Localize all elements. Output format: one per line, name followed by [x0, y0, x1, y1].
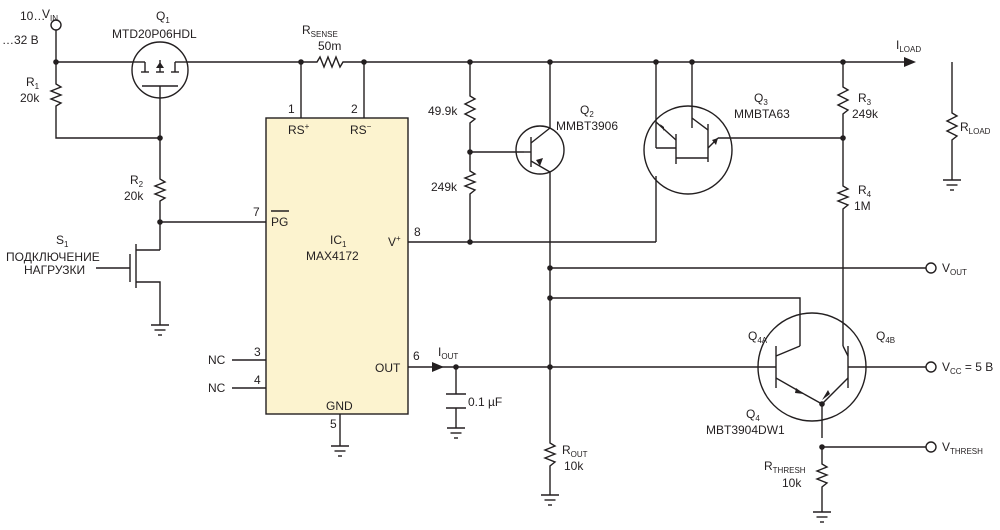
pin-4: 4 [254, 373, 261, 387]
resistor-249k-divider [463, 168, 477, 200]
q4-ref: Q4 [746, 407, 760, 423]
nc-label-3: NC [208, 353, 226, 367]
resistor-rout [543, 438, 557, 470]
iout-arrow-icon [432, 362, 444, 372]
q4a-label: Q4A [748, 329, 768, 345]
iload-arrow-icon [904, 57, 916, 67]
pin-7: 7 [253, 205, 260, 219]
transistor-q3 [643, 105, 733, 195]
vcc-label: VCC = 5 B [942, 360, 993, 376]
ic1-gnd: GND [326, 399, 353, 413]
r1-value: 20k [20, 91, 40, 105]
rthresh-value: 10k [782, 476, 802, 490]
vout-terminal [925, 262, 937, 274]
pin-8: 8 [414, 225, 421, 239]
wiring [55, 30, 953, 512]
pin-6: 6 [413, 349, 420, 363]
iload-label: ILOAD [896, 38, 921, 54]
resistor-r2 [153, 176, 167, 204]
r-249k-value: 249k [431, 180, 458, 194]
r3-value: 249k [852, 107, 879, 121]
vin-terminal [50, 19, 62, 31]
resistor-49k9 [463, 90, 477, 130]
r1-ref: R1 [26, 75, 40, 91]
rout-value: 10k [564, 459, 584, 473]
r2-ref: R2 [130, 173, 144, 189]
ic1-rs-minus: RS− [350, 122, 372, 137]
r3-ref: R3 [858, 91, 872, 107]
pin-1: 1 [288, 102, 295, 116]
ic1-vplus: V+ [388, 234, 401, 249]
resistor-rthresh [815, 460, 829, 492]
r4-ref: R4 [858, 183, 872, 199]
ic1-ref: IC1 [330, 233, 347, 249]
resistor-r3 [836, 80, 850, 124]
q2-ref: Q2 [580, 103, 594, 119]
current-arrows [432, 57, 916, 372]
vin-range-2: …32 B [2, 33, 39, 47]
cap-value: 0.1 µF [468, 395, 502, 409]
rthresh-ref: RTHRESH [764, 459, 806, 475]
ic1-pg: PG [271, 215, 288, 229]
r-49k9-value: 49.9k [428, 104, 458, 118]
rsense-ref: RSENSE [302, 23, 338, 39]
terminals [50, 19, 937, 453]
r4-value: 1M [854, 199, 871, 213]
s1-line1: ПОДКЛЮЧЕНИЕ [6, 250, 100, 264]
nc-label-4: NC [208, 381, 226, 395]
resistor-r4 [836, 182, 850, 214]
pin-5: 5 [330, 417, 337, 431]
pin-2: 2 [351, 102, 358, 116]
vthresh-label: VTHRESH [942, 440, 983, 456]
q4b-label: Q4B [876, 329, 895, 345]
resistor-rsense [313, 55, 345, 69]
ic1-body [265, 117, 409, 415]
transistor-q4 [752, 312, 872, 422]
ic1-rs-plus: RS+ [288, 122, 310, 137]
switch-s1 [129, 244, 137, 288]
capacitor-c1 [446, 393, 466, 409]
labels: VIN 10… …32 B Q1 MTD20P06HDL RSENSE 50m … [2, 7, 993, 490]
mosfet-q1 [131, 41, 189, 100]
q3-ref: Q3 [754, 91, 768, 107]
q2-part: MMBT3906 [556, 119, 618, 133]
pin-3: 3 [254, 345, 261, 359]
vthresh-terminal [925, 441, 937, 453]
q4-part: MBT3904DW1 [706, 423, 785, 437]
q1-ref: Q1 [156, 9, 170, 25]
rload-label: RLOAD [960, 120, 991, 136]
transistor-q2 [515, 125, 565, 175]
q1-part: MTD20P06HDL [112, 27, 197, 41]
ic1-out: OUT [375, 361, 401, 375]
s1-ref: S1 [56, 233, 69, 249]
ic1-part: MAX4172 [306, 249, 359, 263]
rout-ref: ROUT [562, 443, 588, 459]
q3-part: MMBTA63 [734, 107, 790, 121]
rsense-value: 50m [318, 39, 341, 53]
s1-line2: НАГРУЗКИ [24, 263, 85, 277]
vcc-terminal [925, 361, 937, 373]
resistor-rload [945, 106, 959, 146]
resistor-r1 [49, 80, 63, 108]
vin-range-1: 10… [20, 9, 45, 23]
vout-label: VOUT [942, 261, 967, 277]
vin-label: VIN [42, 7, 58, 23]
ground-symbols [151, 179, 961, 523]
r2-value: 20k [124, 189, 144, 203]
iout-label: IOUT [438, 345, 458, 361]
